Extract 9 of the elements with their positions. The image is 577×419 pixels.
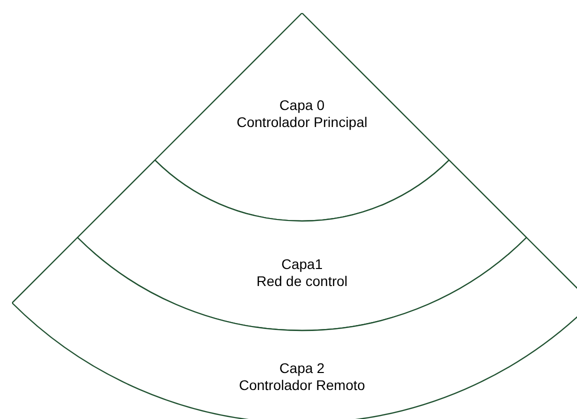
layer-description: Controlador Principal [236, 114, 368, 131]
sector-band [77, 160, 527, 332]
layer-title: Capa1 [281, 256, 323, 273]
sector-band [154, 13, 450, 222]
layer-description: Red de control [256, 273, 348, 290]
sector-band [12, 237, 577, 419]
layer-title: Capa 0 [279, 97, 325, 114]
layer-description: Controlador Remoto [238, 377, 366, 394]
layer-title: Capa 2 [279, 360, 325, 377]
